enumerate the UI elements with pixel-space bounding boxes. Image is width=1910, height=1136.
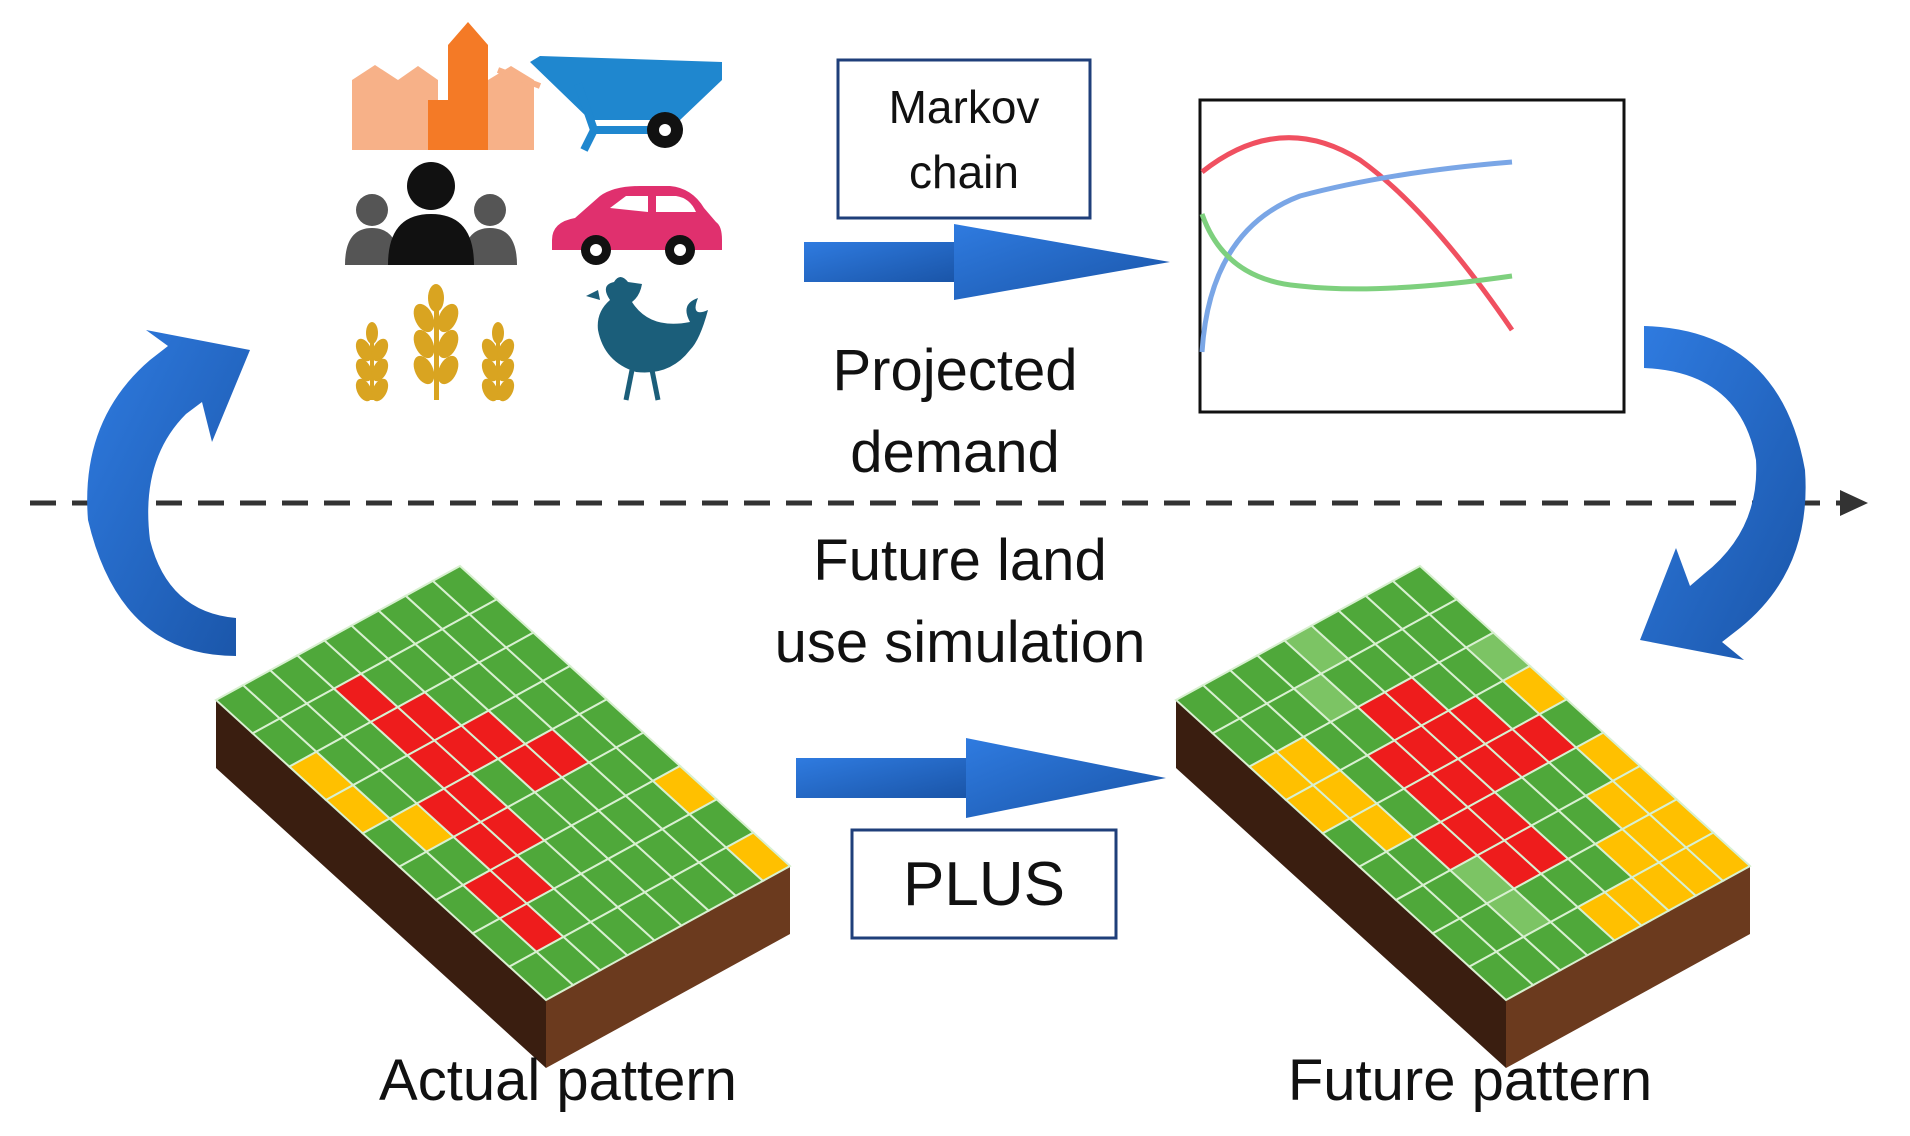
soil-side-left [1176, 700, 1506, 1068]
projected-demand-line1: Projected [832, 338, 1077, 403]
markov-label-line2: chain [909, 146, 1019, 198]
plus-arrow [796, 738, 1166, 818]
grain-silo-icon [352, 22, 542, 150]
markov-arrow [804, 224, 1170, 300]
timeline-dashed-arrow [30, 490, 1868, 516]
curve-green [1199, 213, 1513, 292]
demand-curve-chart [1198, 98, 1626, 414]
soil-side-front [1506, 866, 1750, 1068]
curve-red [1200, 135, 1515, 332]
markov-label-line1: Markov [889, 81, 1040, 133]
markov-chain-box: Markov chain [836, 58, 1092, 220]
future-sim-line1: Future land [813, 528, 1106, 593]
land-cell [1684, 831, 1752, 883]
actual-pattern-label: Actual pattern [379, 1048, 737, 1113]
future-pattern-tile [1174, 564, 1752, 1068]
plus-model-box: PLUS [850, 828, 1118, 940]
future-sim-line2: use simulation [775, 610, 1146, 675]
car-icon [552, 186, 722, 265]
wheelbarrow-icon [530, 56, 722, 152]
soil-side-front [546, 866, 790, 1068]
wheat-icon [355, 284, 515, 402]
soil-side-left [216, 700, 546, 1068]
future-pattern-label: Future pattern [1288, 1048, 1652, 1113]
projected-demand-line2: demand [850, 420, 1060, 485]
left-cycle-arrow [87, 330, 250, 656]
chicken-icon [586, 277, 708, 401]
actual-pattern-tile [214, 564, 792, 1068]
curve-blue [1199, 159, 1513, 353]
land-cell [724, 831, 792, 883]
people-group-icon [345, 162, 517, 265]
plus-label: PLUS [903, 850, 1065, 919]
right-cycle-arrow [1640, 326, 1806, 660]
